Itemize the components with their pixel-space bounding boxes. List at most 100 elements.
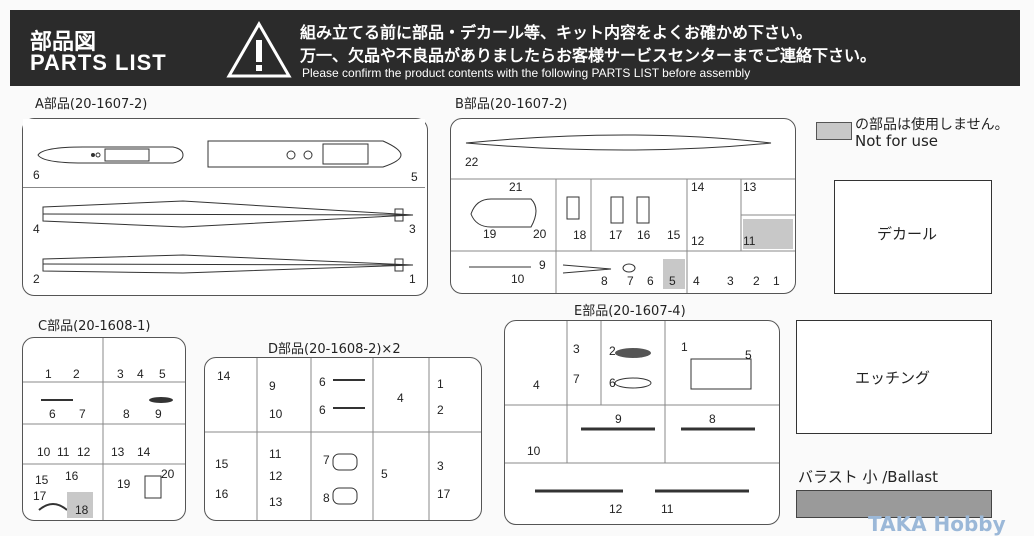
part-number: 4	[33, 222, 40, 236]
part-number: 11	[661, 502, 674, 516]
sprue-b-frame: 22 21 19 20 18 17 16 15 14 13 12 11 9 10…	[450, 118, 796, 294]
sprue-d-drawing	[205, 358, 481, 520]
part-number: 11	[743, 234, 756, 248]
part-number: 4	[533, 378, 540, 392]
part-number: 4	[137, 367, 144, 381]
sprue-c-frame: 1 2 3 4 5 6 7 8 9 10 11 12 13 14 15 16 1…	[22, 337, 186, 521]
part-number: 7	[573, 372, 580, 386]
part-number: 20	[533, 227, 547, 241]
ballast-label: バラスト 小 /Ballast	[798, 468, 938, 486]
part-number: 17	[609, 228, 623, 242]
warning-line-2: 万一、欠品や不良品がありましたらお客様サービスセンターまでご連絡下さい。	[300, 46, 877, 65]
ballast-box	[796, 490, 992, 518]
part-number: 5	[381, 467, 388, 481]
unused-swatch	[816, 122, 852, 140]
part-number: 7	[79, 407, 86, 421]
part-number: 12	[77, 445, 91, 459]
part-number: 18	[573, 228, 587, 242]
part-number: 12	[691, 234, 705, 248]
sprue-d-title: D部品(20-1608-2)×2	[268, 342, 401, 357]
part-number: 22	[465, 155, 479, 169]
sprue-e-drawing	[505, 321, 779, 493]
watermark: TAKA Hobby	[868, 512, 1006, 536]
warning-icon	[226, 20, 292, 78]
part-number: 6	[33, 168, 40, 182]
part-number: 10	[527, 444, 541, 458]
part-number: 19	[117, 477, 131, 491]
part-number: 1	[681, 340, 688, 354]
part-number: 2	[73, 367, 80, 381]
part-number: 6	[319, 375, 326, 389]
part-number: 14	[217, 369, 231, 383]
part-number: 8	[123, 407, 130, 421]
sprue-b-title: B部品(20-1607-2)	[455, 97, 568, 112]
part-number: 8	[709, 412, 716, 426]
part-number: 9	[155, 407, 162, 421]
part-number: 10	[511, 272, 525, 286]
part-number: 9	[539, 258, 546, 272]
part-number: 13	[111, 445, 125, 459]
part-number: 15	[35, 473, 49, 487]
unused-marker	[743, 219, 793, 249]
part-number: 11	[269, 447, 282, 461]
part-number: 9	[615, 412, 622, 426]
part-number: 5	[669, 274, 676, 288]
decal-label: デカール	[877, 225, 938, 243]
part-number: 2	[437, 403, 444, 417]
part-number: 1	[437, 377, 444, 391]
etching-label: エッチング	[855, 369, 931, 387]
part-number: 3	[437, 459, 444, 473]
title-jp: 部品図	[30, 30, 97, 55]
sprue-c-drawing	[23, 338, 185, 520]
part-number: 7	[627, 274, 634, 288]
part-number: 17	[33, 489, 47, 503]
warning-line-1: 組み立てる前に部品・デカール等、キット内容をよくお確かめ下さい。	[300, 23, 813, 42]
warning-line-3: Please confirm the product contents with…	[302, 66, 751, 80]
part-number: 6	[647, 274, 654, 288]
part-number: 15	[215, 457, 229, 471]
part-number: 6	[609, 376, 616, 390]
part-number: 9	[269, 379, 276, 393]
part-number: 1	[45, 367, 52, 381]
unused-note-en: Not for use	[855, 132, 938, 150]
part-number: 2	[609, 344, 616, 358]
part-number: 7	[323, 453, 330, 467]
part-number: 10	[269, 407, 283, 421]
part-number: 4	[397, 391, 404, 405]
part-number: 12	[269, 469, 283, 483]
part-number: 16	[65, 469, 79, 483]
part-number: 2	[33, 272, 40, 286]
part-number: 12	[609, 502, 623, 516]
part-number: 5	[411, 170, 418, 184]
sprue-a-cell	[23, 119, 204, 188]
part-number: 1	[773, 274, 780, 288]
sprue-c-title: C部品(20-1608-1)	[38, 319, 151, 334]
part-number: 15	[667, 228, 681, 242]
part-number: 6	[319, 403, 326, 417]
part-number: 19	[483, 227, 497, 241]
part-number: 8	[601, 274, 608, 288]
unused-note-jp: の部品は使用しません。	[855, 117, 1009, 133]
unused-marker	[663, 259, 685, 289]
sprue-e-frame: 4 3 7 2 6 1 5 10 9 8 12 11	[504, 320, 780, 525]
part-number: 5	[745, 348, 752, 362]
decal-box: デカール	[834, 180, 992, 294]
part-number: 3	[117, 367, 124, 381]
part-number: 14	[691, 180, 705, 194]
part-number: 5	[159, 367, 166, 381]
part-number: 18	[75, 503, 89, 517]
part-number: 17	[437, 487, 451, 501]
part-number: 20	[161, 467, 175, 481]
part-number: 13	[743, 180, 757, 194]
part-number: 10	[37, 445, 51, 459]
sprue-d-frame: 14 9 10 6 6 4 1 2 15 16 11 12 13 7 8 5 3…	[204, 357, 482, 521]
part-number: 16	[637, 228, 651, 242]
sprue-a-drawing	[37, 140, 414, 274]
header-banner: 部品図 PARTS LIST 組み立てる前に部品・デカール等、キット内容をよくお…	[10, 10, 1020, 86]
sprue-a-cell	[203, 119, 425, 188]
part-number: 8	[323, 491, 330, 505]
part-number: 16	[215, 487, 229, 501]
part-number: 3	[573, 342, 580, 356]
part-number: 3	[409, 222, 416, 236]
part-number: 4	[693, 274, 700, 288]
